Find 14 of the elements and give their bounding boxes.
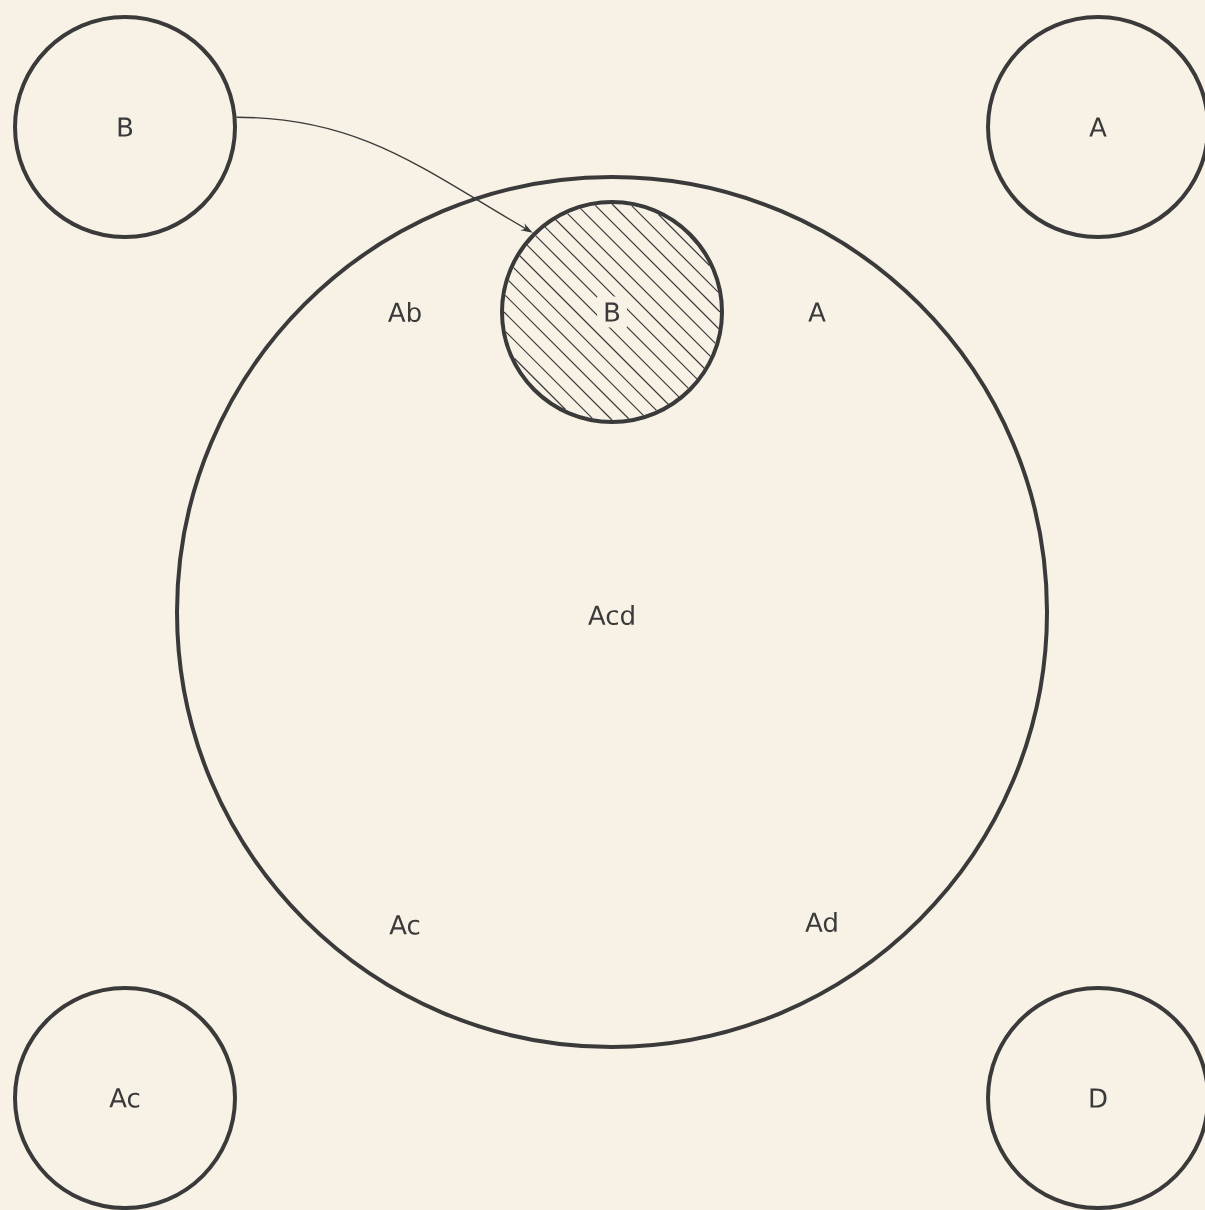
circle	[13, 15, 237, 239]
circle-label: A	[1089, 117, 1107, 137]
circle	[13, 986, 237, 1210]
region-label: Ab	[388, 301, 421, 323]
region-label: Ad	[805, 911, 837, 933]
circle-label: D	[1090, 1088, 1107, 1108]
region-label: A	[808, 302, 826, 322]
circle-label: B	[605, 302, 620, 322]
region-label: Acd	[588, 604, 634, 626]
hatched-circle	[500, 200, 724, 424]
circle-label: B	[118, 117, 133, 137]
circle	[175, 175, 1049, 1049]
circle-label: Ac	[109, 1088, 140, 1108]
region-label: Ac	[389, 915, 420, 935]
